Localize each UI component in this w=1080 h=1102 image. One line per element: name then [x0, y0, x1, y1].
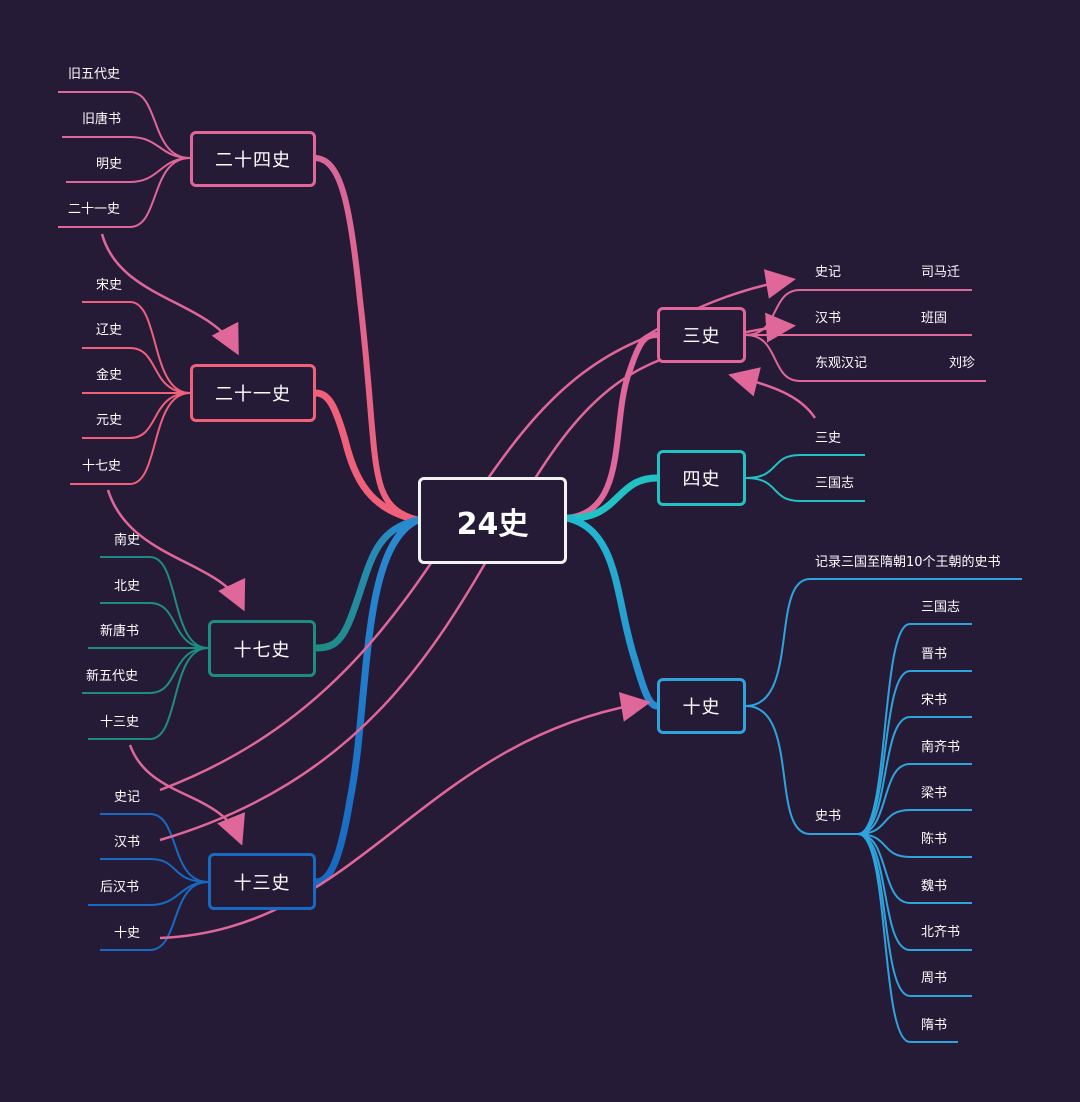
edge-center-ershiyi: [312, 389, 422, 524]
edge-center-sanshi: [564, 332, 660, 521]
node-shiqi[interactable]: 十七史: [208, 620, 316, 677]
main-branches: [312, 155, 661, 886]
leaves-ershiyi: [70, 301, 191, 485]
leaf-sanshi-hanshu[interactable]: 汉书: [815, 311, 842, 326]
leaf-shiqishi-ref[interactable]: 十七史: [82, 459, 122, 474]
leaf-sanshi-dongguanhanji[interactable]: 东观汉记: [815, 356, 868, 371]
center-node[interactable]: 24史: [418, 477, 567, 564]
leaf-shishi-nanqishu[interactable]: 南齐书: [921, 740, 961, 755]
leaf-shishi-jinshu[interactable]: 晋书: [921, 647, 948, 662]
leaf-sanshi-bangu[interactable]: 班固: [921, 311, 948, 326]
leaf-shiji[interactable]: 史记: [114, 790, 141, 805]
arrow-shisan-ref: [128, 744, 245, 846]
leaves-shisan: [88, 813, 209, 951]
edge-center-shiqi: [312, 516, 422, 652]
node-shisan[interactable]: 十三史: [208, 853, 316, 910]
node-ershiyi-label: 二十一史: [215, 384, 291, 405]
leaf-liaoshi[interactable]: 辽史: [96, 323, 123, 338]
center-node-label: 24史: [456, 506, 529, 542]
node-shishi-label: 十史: [682, 697, 721, 718]
node-sanshi[interactable]: 三史: [657, 307, 746, 363]
node-sishi[interactable]: 四史: [657, 450, 746, 506]
leaf-shishi-sanguozhi[interactable]: 三国志: [921, 600, 961, 615]
leaf-shishi-chenshu[interactable]: 陈书: [921, 832, 948, 847]
leaf-songshi[interactable]: 宋史: [96, 278, 123, 293]
leaf-shishi-songshu[interactable]: 宋书: [921, 693, 948, 708]
leaf-xintangshu[interactable]: 新唐书: [100, 624, 140, 639]
edge-center-sishi: [563, 474, 661, 522]
leaf-hanshu[interactable]: 汉书: [114, 835, 141, 850]
leaf-yuanshi[interactable]: 元史: [96, 413, 123, 428]
leaf-shisanshi-ref[interactable]: 十三史: [100, 715, 140, 730]
leaf-shishi-ref[interactable]: 十史: [114, 926, 141, 941]
node-sanshi-label: 三史: [682, 326, 721, 347]
node-ershiyi[interactable]: 二十一史: [190, 364, 316, 422]
leaf-sanshi-simaqian[interactable]: 司马迁: [921, 265, 961, 280]
leaf-ershiyishi-ref[interactable]: 二十一史: [68, 202, 121, 217]
node-shishi[interactable]: 十史: [657, 678, 746, 734]
leaf-shishi-liangshu[interactable]: 梁书: [921, 786, 948, 801]
leaves-shiqi: [82, 556, 209, 740]
leaf-jinshi[interactable]: 金史: [96, 368, 123, 383]
leaf-houhanshu[interactable]: 后汉书: [100, 880, 140, 895]
leaf-sishi-sanguozhi[interactable]: 三国志: [815, 476, 855, 491]
leaf-shishi-beiqishu[interactable]: 北齐书: [921, 925, 961, 940]
leaf-jiutangshu[interactable]: 旧唐书: [82, 112, 122, 127]
node-sishi-label: 四史: [682, 469, 721, 490]
node-shisan-label: 十三史: [233, 872, 291, 894]
arrow-shiqi-ref: [106, 489, 246, 612]
leaf-sanshi-shiji[interactable]: 史记: [815, 265, 842, 280]
leaf-shishi-description: 记录三国至隋朝10个王朝的史书: [815, 555, 1001, 570]
arrow-shishi-ref: [159, 692, 651, 940]
leaf-jiuwudaishi[interactable]: 旧五代史: [68, 67, 121, 82]
leaf-shishi-suishu[interactable]: 隋书: [921, 1018, 948, 1033]
arrow-sanshi-ref: [728, 367, 817, 419]
leaves-shishi: [745, 578, 1022, 1043]
edge-center-shisan: [312, 516, 422, 886]
leaves-sishi: [745, 454, 865, 502]
leaf-xinwudaishi[interactable]: 新五代史: [86, 669, 139, 684]
node-shiqi-label: 十七史: [233, 639, 291, 661]
edge-center-ershisi: [313, 155, 421, 523]
arrow-ershiyi-ref: [100, 233, 239, 356]
leaves-ershisi: [58, 91, 191, 228]
node-ershisi[interactable]: 二十四史: [190, 131, 316, 187]
node-ershisi-label: 二十四史: [215, 150, 291, 171]
leaf-sanshi-liuzhen[interactable]: 刘珍: [949, 356, 976, 371]
leaf-shishi-weishu[interactable]: 魏书: [921, 879, 948, 894]
leaf-nanshi[interactable]: 南史: [114, 533, 141, 548]
leaf-beishi[interactable]: 北史: [114, 579, 141, 594]
leaf-mingshi[interactable]: 明史: [96, 157, 123, 172]
leaf-shishi-zhoushu[interactable]: 周书: [921, 971, 948, 986]
leaf-shishi-group[interactable]: 史书: [815, 809, 842, 824]
leaf-sishi-sanshi[interactable]: 三史: [815, 431, 842, 446]
edge-center-shishi: [563, 514, 661, 710]
arrow-shiji-ref: [159, 269, 796, 792]
